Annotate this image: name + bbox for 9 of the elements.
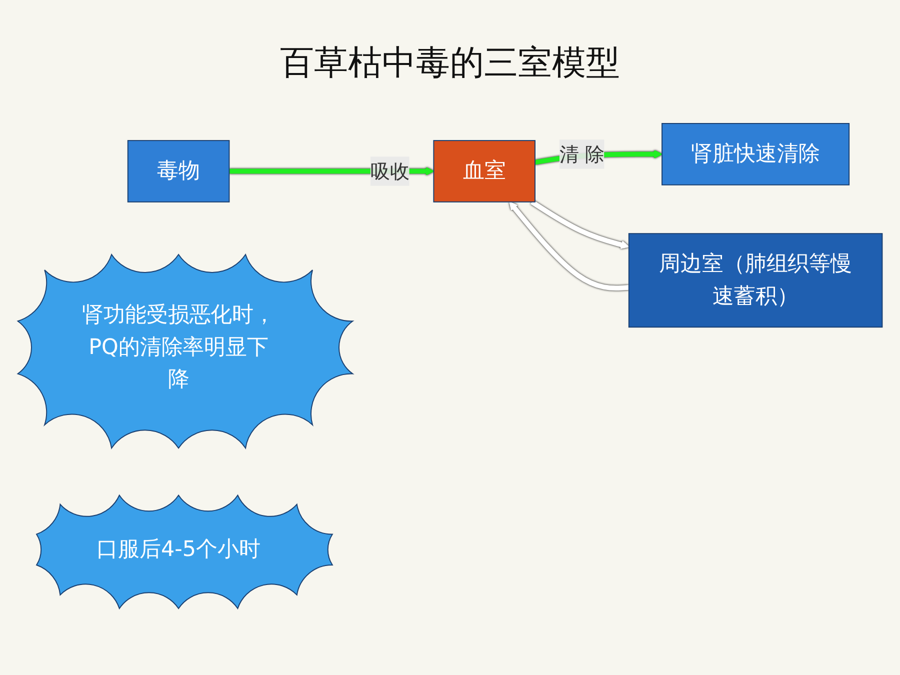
arrow <box>530 200 630 249</box>
node-box: 血室 <box>433 140 536 202</box>
node-box: 肾脏快速清除 <box>662 123 850 186</box>
node-box: 毒物 <box>127 140 230 202</box>
edge-label: 清 除 <box>559 142 605 166</box>
diagram-title: 百草枯中毒的三室模型 <box>279 42 621 85</box>
arrow <box>509 202 630 291</box>
node-box: 周边室（肺组织等慢速蓄积） <box>628 233 883 328</box>
edge-label: 吸收 <box>370 160 410 183</box>
